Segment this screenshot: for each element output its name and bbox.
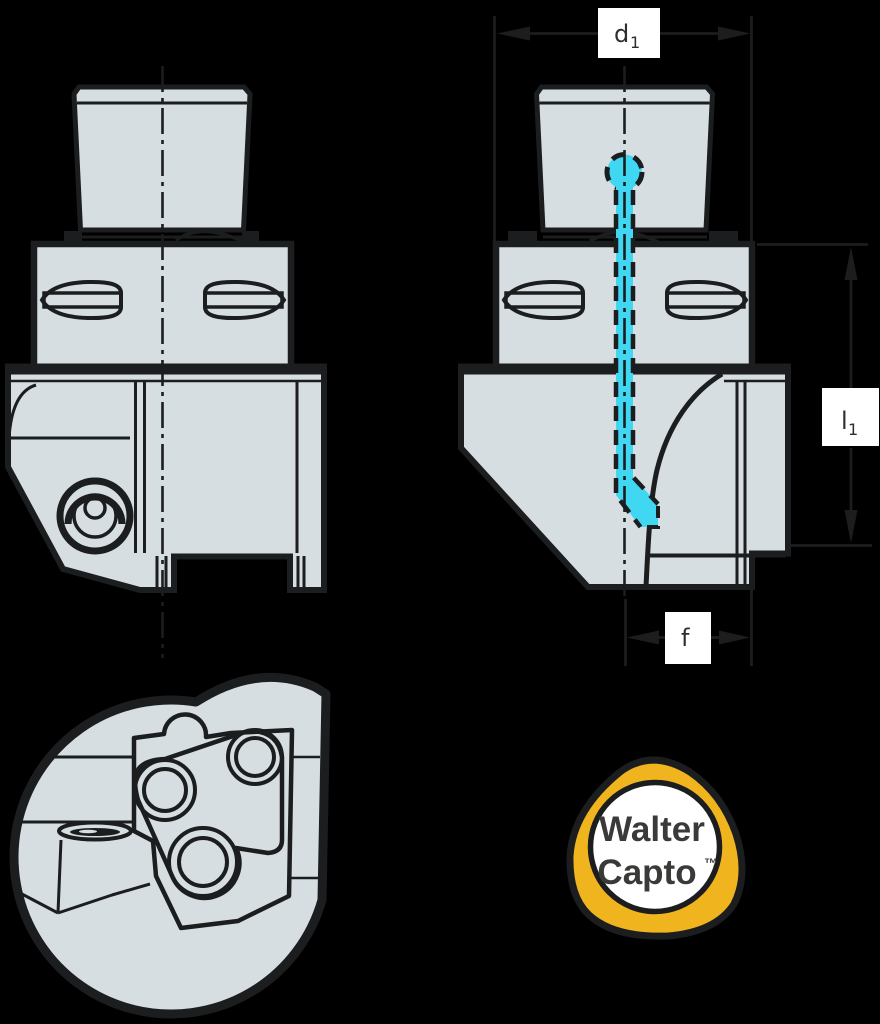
- dimension-l1: l 1: [757, 243, 879, 547]
- front-insert-screw: [56, 477, 134, 555]
- front-view: [5, 66, 327, 658]
- d1-label-subscript: 1: [630, 33, 640, 52]
- logo-trademark: ™: [704, 855, 718, 871]
- coolant-duct-outlet-cap: [642, 506, 660, 529]
- detail-screw-bottom: [167, 826, 239, 898]
- dimension-d1: d 1: [493, 8, 753, 242]
- side-view: [458, 66, 791, 596]
- logo-word-walter: Walter: [599, 810, 705, 849]
- side-drive-slot-left: [501, 279, 585, 321]
- l1-arrow-top: [844, 247, 858, 280]
- front-body-edge-lines: [134, 380, 306, 588]
- front-drive-slot-right: [203, 279, 287, 321]
- l1-arrow-bottom: [844, 510, 858, 543]
- detail-screw-top-left: [133, 758, 197, 822]
- detail-circle-outline: [9, 672, 331, 1019]
- l1-extension-lines: [757, 243, 872, 547]
- d1-arrow-left: [497, 26, 530, 41]
- front-drive-slot-left: [39, 279, 123, 321]
- side-drive-slot-right: [665, 279, 749, 321]
- f-label-box: [665, 612, 711, 664]
- f-arrow-left: [627, 630, 659, 645]
- dimension-f: f: [624, 558, 753, 666]
- f-extension-lines: [624, 558, 753, 666]
- f-label: f: [681, 624, 690, 652]
- d1-extension-lines: [493, 16, 753, 242]
- side-base-shadow-right: [709, 231, 738, 242]
- side-base-shadow-left: [508, 231, 537, 242]
- l1-label: l: [841, 407, 848, 435]
- detail-face-lines: [19, 755, 151, 915]
- side-head-profile-curve: [643, 371, 724, 588]
- f-arrow-right: [719, 630, 750, 645]
- front-body-corner-arc: [7, 383, 37, 439]
- front-screw-coolant-dot: [83, 496, 107, 520]
- detail-edge-lines: [289, 755, 320, 880]
- front-base-shadow-right: [242, 231, 259, 242]
- coolant-duct: [616, 184, 658, 527]
- logo-word-capto: Capto: [597, 853, 696, 892]
- logo-inner-circle: [587, 779, 723, 915]
- d1-label-box: [598, 8, 660, 58]
- detail-view: [9, 672, 331, 1019]
- d1-label: d: [614, 20, 629, 48]
- side-body-edge-lines: [735, 380, 747, 585]
- d1-arrow-right: [718, 26, 751, 41]
- front-base-shadow-left: [64, 231, 82, 242]
- walter-capto-logo: Walter Capto ™: [566, 756, 746, 940]
- detail-clamp-plate: [131, 712, 295, 931]
- l1-label-subscript: 1: [848, 420, 858, 439]
- detail-screw-top-right: [226, 728, 284, 786]
- coolant-duct-outline-left: [613, 190, 643, 529]
- front-cone-base-lobe: [175, 229, 245, 244]
- l1-label-box: [822, 388, 879, 446]
